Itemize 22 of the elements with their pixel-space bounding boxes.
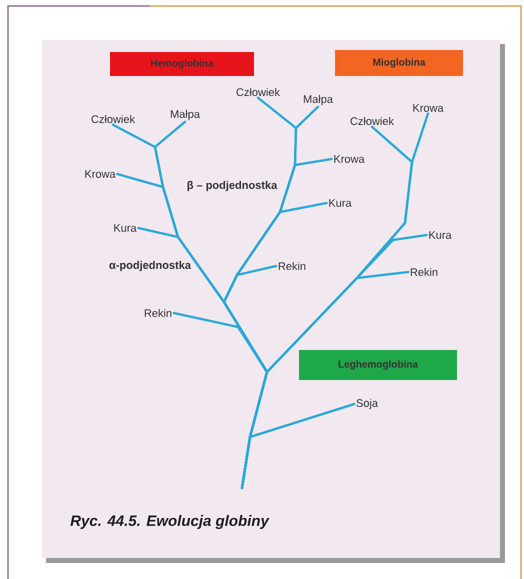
species-label: Człowiek bbox=[236, 88, 280, 96]
species-label: Rekin bbox=[144, 308, 172, 318]
species-label: Krowa bbox=[85, 170, 116, 178]
species-label: Człowiek bbox=[92, 114, 136, 124]
subunit-label: β – podjednostka bbox=[188, 180, 278, 192]
species-label: Krowa bbox=[334, 155, 365, 163]
figure-caption: Ryc. 44.5. Ewolucja globiny bbox=[70, 515, 270, 529]
species-label: Kura bbox=[114, 224, 137, 232]
subunit-label: α-podjednostka bbox=[109, 260, 192, 272]
species-label: Małpa bbox=[170, 110, 200, 120]
species-label: Kura bbox=[429, 231, 452, 239]
tree-branch bbox=[240, 402, 356, 490]
species-label: Rekin bbox=[278, 262, 306, 270]
species-label: Małpa bbox=[304, 94, 333, 106]
species-label: Rekin bbox=[410, 268, 438, 276]
species-label: Soja bbox=[356, 398, 378, 410]
species-label: Kura bbox=[329, 199, 352, 207]
category-box: Mioglobina bbox=[335, 50, 463, 76]
category-box: Leghemoglobina bbox=[299, 350, 457, 380]
category-box: Hemoglobina bbox=[110, 52, 254, 76]
species-label: Człowiek bbox=[350, 116, 394, 126]
species-label: Krowa bbox=[413, 104, 444, 112]
